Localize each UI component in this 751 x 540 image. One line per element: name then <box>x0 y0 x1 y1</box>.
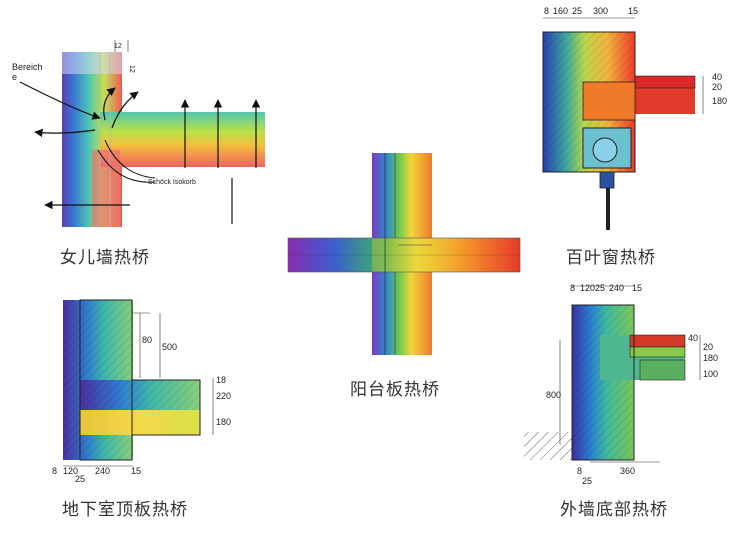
wallbase-dim-800: 800 <box>546 390 561 400</box>
basement-dim-500: 500 <box>162 342 177 352</box>
shutter-top-dim-0: 8 <box>544 6 549 16</box>
shutter-top-dim-1: 160 <box>553 6 568 16</box>
wallbase-top-dim-4: 15 <box>632 283 642 293</box>
parapet-label-isokorb: Schöck Isokorb <box>148 179 196 186</box>
parapet-dim-12a: 12 <box>114 43 122 50</box>
parapet-dim-12b: 12 <box>128 65 135 73</box>
parapet-slab <box>100 112 265 167</box>
wallbase-bottom-dim-0: 8 <box>577 466 582 476</box>
basement-dim-180: 180 <box>216 417 231 427</box>
basement-bottom-dims: 8 120 240 15 <box>52 466 141 476</box>
shutter-top-dim-2: 25 <box>572 6 582 16</box>
basement-dim-220: 220 <box>216 391 231 401</box>
shutter-top-dim-3: 300 <box>593 6 608 16</box>
caption-balcony: 阳台板热桥 <box>350 380 440 400</box>
wallbase-right-dim-0: 40 <box>688 333 698 343</box>
basement-dim-25: 25 <box>75 474 85 484</box>
wallbase-top-dim-1: 120 <box>580 283 595 293</box>
basement-diagram: 80 500 18 220 180 25 <box>63 299 231 484</box>
wallbase-top-dim-2: 25 <box>595 283 605 293</box>
basement-bottom-dim-0: 8 <box>52 466 57 476</box>
basement-bottom-dim-1: 120 <box>63 466 78 476</box>
caption-basement: 地下室顶板热桥 <box>62 500 188 520</box>
wallbase-right-dim-1: 20 <box>703 342 713 352</box>
shutter-top-dims: 8 160 25 300 15 <box>544 6 638 16</box>
basement-bottom-dim-3: 15 <box>131 466 141 476</box>
basement-dim-80: 80 <box>142 335 152 345</box>
wallbase-bottom-dims: 825 <box>577 466 592 486</box>
wallbase-diagram: 800 360 <box>524 285 701 476</box>
shutter-top-dim-4: 15 <box>628 6 638 16</box>
wallbase-dim-360: 360 <box>620 466 635 476</box>
wallbase-bottom-dim-1: 25 <box>582 476 592 486</box>
parapet-label-bereich: Bereich <box>12 62 43 72</box>
shutter-right-dim-1: 20 <box>712 82 722 92</box>
basement-bottom-dim-2: 240 <box>95 466 110 476</box>
parapet-diagram: 12 12 Bereich e Schöck Isokorb <box>12 40 265 227</box>
parapet-cap <box>62 52 122 74</box>
wallbase-right-dim-3: 100 <box>703 369 718 379</box>
caption-wallbase: 外墙底部热桥 <box>560 500 668 520</box>
shutter-right-dim-0: 40 <box>712 72 722 82</box>
balcony-diagram <box>287 153 521 355</box>
basement-dim-18: 18 <box>216 375 226 385</box>
wallbase-top-dim-0: 8 <box>570 283 575 293</box>
parapet-label-bereich-e: e <box>12 72 17 82</box>
shutter-diagram <box>542 17 704 230</box>
shutter-right-dim-2: 180 <box>712 96 727 106</box>
caption-shutter: 百叶窗热桥 <box>566 248 656 268</box>
wallbase-right-dim-2: 180 <box>703 353 718 363</box>
wallbase-top-dim-3: 240 <box>609 283 624 293</box>
caption-parapet: 女儿墙热桥 <box>60 248 150 268</box>
